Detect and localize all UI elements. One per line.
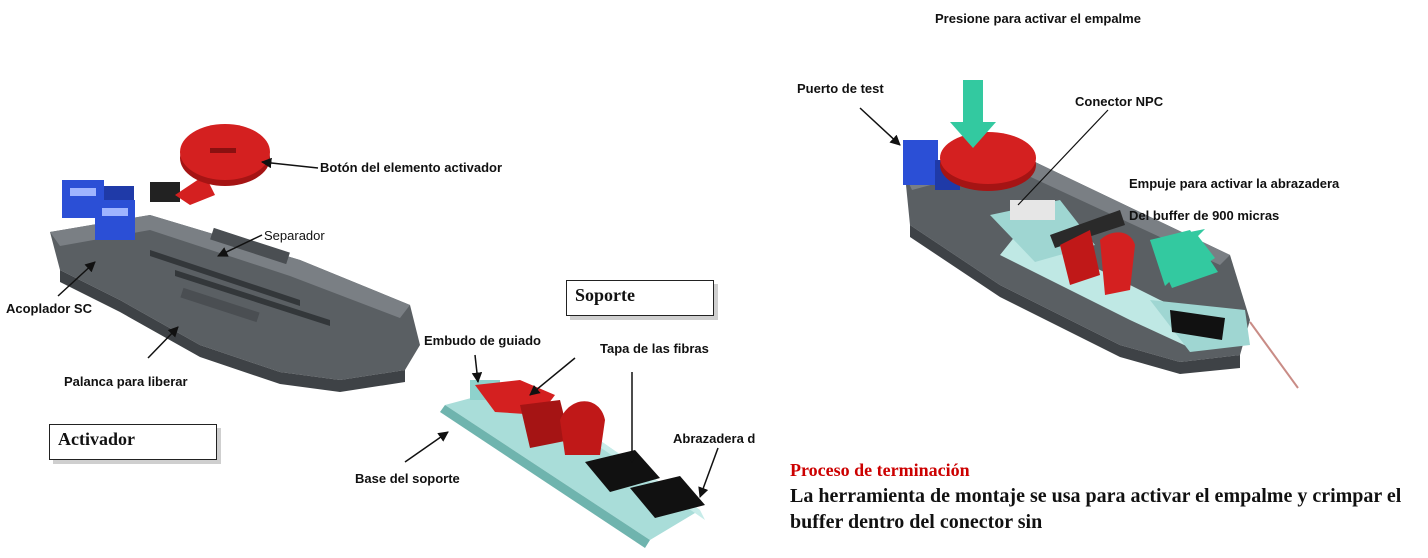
push-arrow xyxy=(1150,229,1218,288)
leader-embudo xyxy=(471,354,483,384)
label-tapa: Tapa de las fibras xyxy=(600,341,709,356)
leader-base xyxy=(404,431,449,463)
label-separador: Separador xyxy=(264,228,325,243)
box-activador: Activador xyxy=(49,424,217,460)
activador-body xyxy=(50,215,420,392)
label-presione: Presione para activar el empalme xyxy=(935,11,1141,26)
activator-button xyxy=(150,124,270,205)
leader-tapa xyxy=(529,357,576,396)
label-palanca: Palanca para liberar xyxy=(64,374,188,389)
label-embudo: Embudo de guiado xyxy=(424,333,541,348)
label-conector: Conector NPC xyxy=(1075,94,1164,109)
process-text: La herramienta de montaje se usa para ac… xyxy=(790,485,1402,533)
leader-separador xyxy=(217,234,263,257)
box-soporte: Soporte xyxy=(566,280,714,316)
leader-acoplador xyxy=(57,261,96,297)
leader-boton xyxy=(260,157,319,169)
label-boton: Botón del elemento activador xyxy=(320,160,503,175)
npc-assembly xyxy=(903,132,1299,389)
leader-conector xyxy=(1017,109,1109,206)
press-arrow xyxy=(950,80,996,148)
label-base: Base del soporte xyxy=(355,471,460,486)
soporte-body xyxy=(440,380,705,548)
leader-palanca xyxy=(147,326,179,359)
leader-abrazadera xyxy=(698,447,719,498)
label-empuje: Empuje para activar la abrazadera xyxy=(1129,176,1340,191)
label-puerto: Puerto de test xyxy=(797,81,884,96)
process-title: Proceso de terminación xyxy=(790,460,970,480)
leader-puerto xyxy=(859,107,901,146)
label-abrazadera: Abrazadera d xyxy=(673,431,756,446)
label-acoplador: Acoplador SC xyxy=(6,301,92,316)
label-buffer: Del buffer de 900 micras xyxy=(1129,208,1280,223)
sc-coupler xyxy=(62,180,135,240)
